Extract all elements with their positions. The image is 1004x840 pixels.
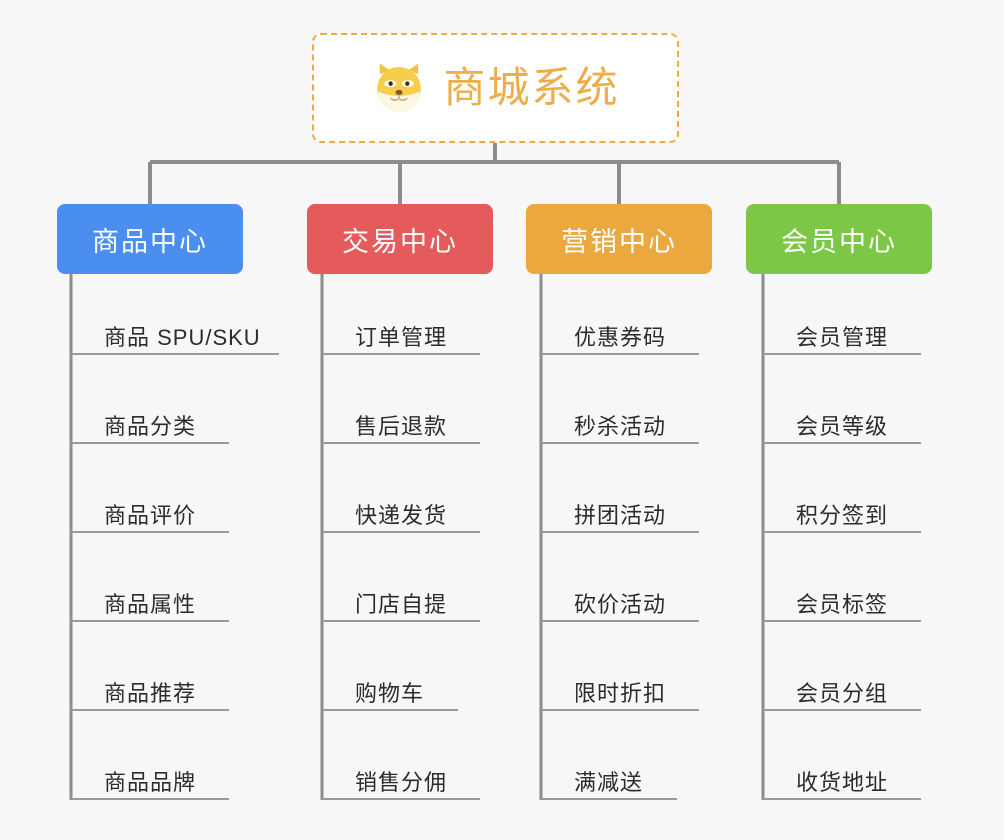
leaf-item[interactable]: 购物车: [322, 665, 458, 711]
category-box-marketing-center[interactable]: 营销中心: [526, 204, 712, 274]
category-label: 交易中心: [342, 226, 458, 257]
leaf-item-label: 会员标签: [796, 591, 889, 617]
category-box-member-center[interactable]: 会员中心: [746, 204, 932, 274]
category-label: 商品中心: [92, 226, 208, 257]
leaf-item[interactable]: 秒杀活动: [541, 398, 699, 444]
leaf-item[interactable]: 砍价活动: [541, 576, 699, 622]
leaf-item-label: 商品推荐: [104, 680, 197, 706]
leaf-item-label: 售后退款: [355, 413, 448, 439]
leaf-item[interactable]: 会员等级: [763, 398, 921, 444]
leaf-item-label: 商品分类: [104, 413, 197, 439]
leaf-item-label: 会员等级: [796, 413, 889, 439]
leaf-item[interactable]: 商品 SPU/SKU: [71, 309, 279, 355]
leaf-item-label: 销售分佣: [355, 769, 448, 795]
leaf-item[interactable]: 商品属性: [71, 576, 229, 622]
leaf-item-label: 限时折扣: [574, 680, 667, 706]
leaf-item-label: 满减送: [574, 769, 644, 795]
category-label: 会员中心: [781, 226, 897, 257]
leaf-item[interactable]: 售后退款: [322, 398, 480, 444]
leaf-item[interactable]: 销售分佣: [322, 754, 480, 800]
leaf-item[interactable]: 满减送: [541, 754, 677, 800]
leaf-item[interactable]: 会员标签: [763, 576, 921, 622]
leaf-item-label: 商品品牌: [104, 769, 197, 795]
category-box-product-center[interactable]: 商品中心: [57, 204, 243, 274]
leaf-item-label: 购物车: [355, 680, 425, 706]
leaf-item-label: 积分签到: [796, 502, 889, 528]
leaf-item[interactable]: 门店自提: [322, 576, 480, 622]
leaf-item-label: 快递发货: [355, 502, 448, 528]
leaf-item-label: 收货地址: [796, 769, 889, 795]
leaf-item-label: 门店自提: [355, 591, 448, 617]
leaf-item[interactable]: 商品品牌: [71, 754, 229, 800]
leaf-item[interactable]: 优惠券码: [541, 309, 699, 355]
root-node-card[interactable]: 商城系统: [312, 33, 679, 143]
leaf-item-label: 秒杀活动: [574, 413, 667, 439]
leaf-item[interactable]: 会员管理: [763, 309, 921, 355]
leaf-item-label: 订单管理: [355, 324, 448, 350]
leaf-item-label: 会员管理: [796, 324, 889, 350]
leaf-item[interactable]: 商品分类: [71, 398, 229, 444]
leaf-item[interactable]: 订单管理: [322, 309, 480, 355]
category-label: 营销中心: [561, 226, 677, 257]
leaf-item[interactable]: 快递发货: [322, 487, 480, 533]
leaf-item[interactable]: 商品推荐: [71, 665, 229, 711]
root-node-title: 商城系统: [443, 64, 620, 111]
leaf-item[interactable]: 限时折扣: [541, 665, 699, 711]
category-box-trade-center[interactable]: 交易中心: [307, 204, 493, 274]
shiba-dog-face-icon: [377, 63, 422, 113]
leaf-item[interactable]: 商品评价: [71, 487, 229, 533]
leaf-item-label: 商品属性: [104, 591, 197, 617]
leaf-item-label: 商品评价: [104, 502, 197, 528]
leaf-item[interactable]: 会员分组: [763, 665, 921, 711]
leaf-item-label: 砍价活动: [574, 591, 667, 617]
leaf-item[interactable]: 积分签到: [763, 487, 921, 533]
leaf-item-label: 会员分组: [796, 680, 889, 706]
leaf-item-label: 拼团活动: [574, 502, 667, 528]
leaf-item-label: 商品 SPU/SKU: [104, 324, 261, 350]
leaf-item-label: 优惠券码: [574, 324, 667, 350]
leaf-item[interactable]: 拼团活动: [541, 487, 699, 533]
leaf-item[interactable]: 收货地址: [763, 754, 921, 800]
